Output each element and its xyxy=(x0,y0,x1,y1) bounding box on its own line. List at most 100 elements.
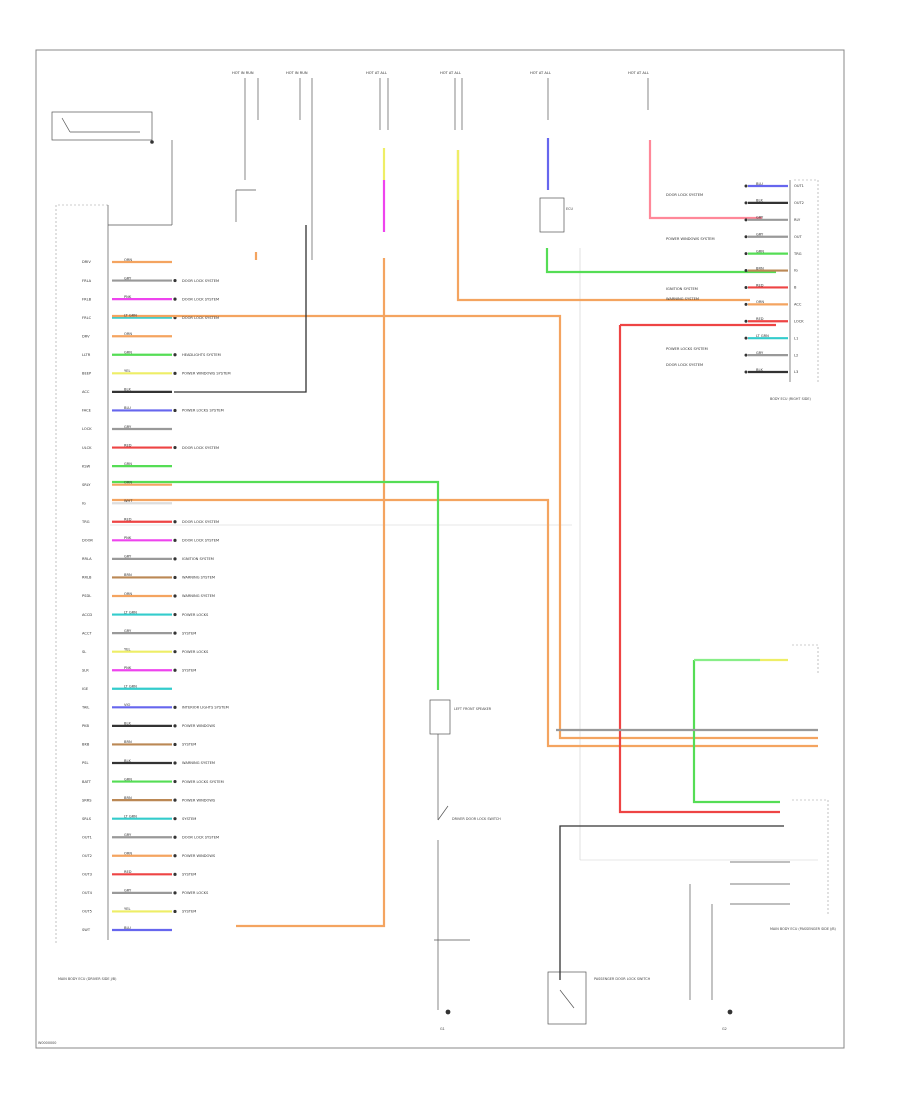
left-pin-wire-code: PNK xyxy=(124,295,132,299)
left-pin-wire-code: GRY xyxy=(124,889,132,893)
left-pin-destination: WARNING SYSTEM xyxy=(182,594,215,598)
right-pin-wire-code: BRN xyxy=(756,266,764,270)
switch-contact xyxy=(559,989,575,1009)
right-destination-label: DOOR LOCK SYSTEM xyxy=(666,193,703,197)
right-pin-name: OUT xyxy=(794,235,802,239)
left-pin-destination: POWER LOCKS xyxy=(182,891,209,895)
left-pin-destination: POWER LOCKS SYSTEM xyxy=(182,780,224,784)
right-pin-terminal xyxy=(744,319,748,323)
top-connector-5: HOT AT ALL xyxy=(530,71,551,75)
left-pin-wire-code: LT GRN xyxy=(124,814,137,818)
right-pin-name: RLY xyxy=(794,218,801,222)
ground-left-label: G1 xyxy=(440,1027,445,1031)
wire-pink xyxy=(648,140,762,220)
left-pin-name: FACE xyxy=(82,409,92,413)
left-pin-terminal xyxy=(173,668,177,672)
left-pin-destination: SYSTEM xyxy=(182,631,196,635)
left-pin-name: OUT4 xyxy=(82,891,93,895)
left-pin-name: SRLS xyxy=(82,817,92,821)
left-pin-wire-code: BLU xyxy=(124,926,131,930)
ground-right-label: G2 xyxy=(722,1027,727,1031)
left-pin-name: FRLA xyxy=(82,279,92,283)
left-pin-terminal xyxy=(173,297,177,301)
left-pin-terminal xyxy=(173,798,177,802)
left-pin-terminal xyxy=(173,817,177,821)
top-left-switch-block xyxy=(51,111,153,141)
left-pin-destination: WARNING SYSTEM xyxy=(182,761,215,765)
right-destination-label: POWER WINDOWS SYSTEM xyxy=(666,237,715,241)
left-pin-name: SRRS xyxy=(82,798,92,802)
left-pin-name: TAIL xyxy=(81,706,89,710)
left-pin-wire-code: GRY xyxy=(124,425,132,429)
switch-lever xyxy=(61,117,71,133)
left-pin-destination: POWER WINDOWS SYSTEM xyxy=(182,372,231,376)
left-pin-name: ACC xyxy=(82,390,90,394)
left-pin-destination: SYSTEM xyxy=(182,817,196,821)
left-pin-wire-code: BRN xyxy=(124,573,132,577)
right-pin-wire-code: BLU xyxy=(756,182,763,186)
right-pin-name: OUT1 xyxy=(794,184,804,188)
left-pin-wire-code: BRN xyxy=(124,740,132,744)
left-pin-terminal xyxy=(173,445,177,450)
right-connector-outline xyxy=(792,644,819,675)
right-pin-name: L1 xyxy=(794,336,798,340)
left-pin-name: OUT1 xyxy=(82,835,92,839)
right-pin-terminal xyxy=(744,336,748,340)
left-pin-terminal xyxy=(173,575,177,580)
left-pin-wire-code: RED xyxy=(124,518,132,522)
right-pin-wire-code: BLK xyxy=(756,368,763,372)
left-pin-name: OUT2 xyxy=(82,854,92,858)
left-pin-wire-code: LT GRN xyxy=(124,313,137,317)
left-pin-name: DOOR xyxy=(82,539,93,543)
ground-left-symbol xyxy=(445,1009,451,1015)
left-pin-terminal xyxy=(173,724,177,728)
left-pin-terminal xyxy=(173,650,177,654)
left-pin-wire-code: RED xyxy=(124,870,132,874)
left-pin-destination: DOOR LOCK SYSTEM xyxy=(182,279,219,283)
left-pin-wire-code: RED xyxy=(124,443,132,447)
left-pin-destination: DOOR LOCK SYSTEM xyxy=(182,446,219,450)
left-pin-terminal xyxy=(173,612,177,617)
left-pin-destination: SYSTEM xyxy=(182,743,196,747)
top-connector-2: HOT IN RUN xyxy=(286,71,308,75)
left-pin-destination: POWER WINDOWS xyxy=(182,798,216,802)
left-pin-terminal xyxy=(173,761,177,765)
passenger-switch-label: PASSENGER DOOR LOCK SWITCH xyxy=(594,977,651,981)
left-pin-destination: IGNITION SYSTEM xyxy=(182,557,214,561)
left-pin-destination: DOOR LOCK SYSTEM xyxy=(182,520,219,524)
left-pin-name: SLR xyxy=(82,668,89,672)
top-connector-leads xyxy=(235,78,649,260)
left-pin-terminal xyxy=(173,371,177,375)
right-pin-terminal xyxy=(744,285,748,289)
right-pin-terminal xyxy=(744,218,748,222)
left-pin-wire-code: BLK xyxy=(124,388,131,392)
left-pin-wire-code: GRY xyxy=(124,276,132,280)
wire-black xyxy=(559,825,784,980)
right-pin-terminal xyxy=(744,184,748,188)
right-pin-name: LOCK xyxy=(794,319,804,323)
page-code: W0000000 xyxy=(38,1041,56,1045)
left-pin-terminal xyxy=(173,408,177,413)
left-pin-name: SRLY xyxy=(82,483,91,487)
top-connector-3: HOT AT ALL xyxy=(366,71,387,75)
left-pin-name: SL xyxy=(82,650,86,654)
left-pin-destination: HEADLIGHTS SYSTEM xyxy=(182,353,221,357)
right-destination-label: POWER LOCKS SYSTEM xyxy=(666,347,708,351)
left-pin-destination: POWER WINDOWS xyxy=(182,724,216,728)
right-pin-terminal xyxy=(744,269,748,273)
left-pin-destination: SYSTEM xyxy=(182,873,196,877)
left-pin-terminal xyxy=(173,520,177,524)
left-pin-wire-code: GRN xyxy=(124,351,132,355)
wire-green xyxy=(692,660,780,804)
left-pin-destination: DOOR LOCK SYSTEM xyxy=(182,539,219,543)
left-pin-name: FRLC xyxy=(82,316,92,320)
left-pin-name: KSW xyxy=(82,464,91,468)
left-pin-terminal xyxy=(173,353,177,357)
left-pin-wire-code: ORN xyxy=(124,332,132,336)
passenger-ecu-label: MAIN BODY ECU (PASSENGER SIDE J/B) xyxy=(770,927,837,931)
left-pin-destination: WARNING SYSTEM xyxy=(182,576,215,580)
left-pin-wire-code: GRY xyxy=(124,555,132,559)
left-pin-name: OUT5 xyxy=(82,910,92,914)
